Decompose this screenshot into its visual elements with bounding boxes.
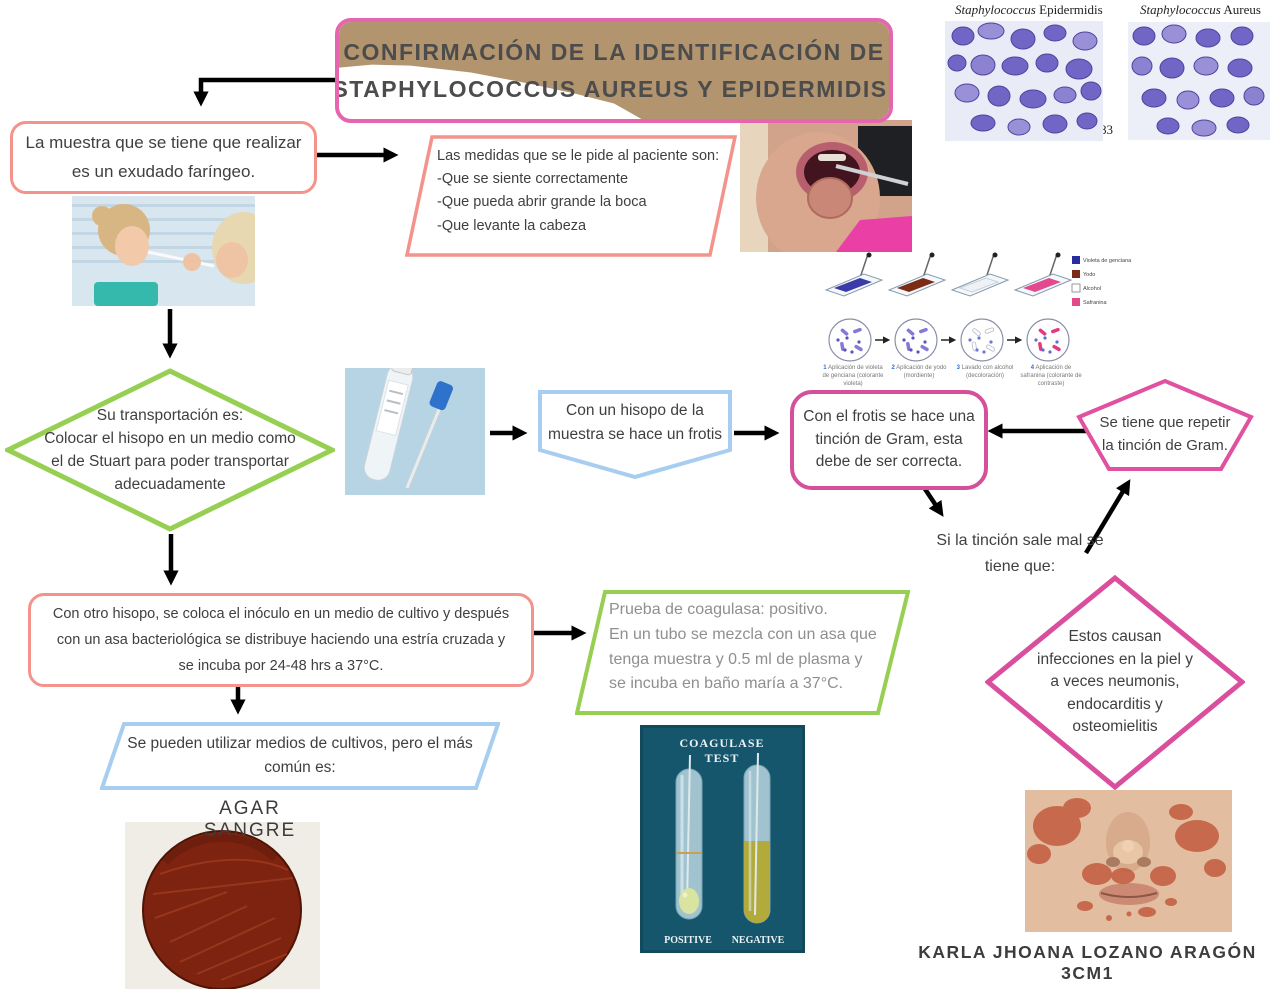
gram-step-circle-2 (894, 318, 938, 362)
positive-tube (675, 754, 703, 920)
swab-cap (429, 381, 454, 411)
transport-tube (363, 368, 414, 481)
media-parallelogram-outline (100, 722, 500, 790)
bad-stain-note: Si la tinción sale mal se tiene que: (936, 532, 1104, 575)
coagulase-title-line2: TEST (705, 751, 740, 765)
gram-stain-box-text: Con el frotis se hace una tinción de Gra… (803, 408, 975, 471)
infections-diamond: Estos causan infecciones en la piel y a … (985, 575, 1245, 790)
culture-box-text: Con otro hisopo, se coloca el inóculo en… (52, 605, 510, 675)
micrograph-epidermidis (945, 21, 1103, 141)
gram-slide-safranin (1013, 252, 1073, 297)
title-box: CONFIRMACIÓN DE LA IDENTIFICACIÓN DE STA… (335, 18, 893, 123)
gram-step-circle-4 (1026, 318, 1070, 362)
svg-text:Violeta de genciana: Violeta de genciana (1083, 258, 1132, 264)
patient-parallelogram-outline (405, 135, 737, 257)
smear-banner: Con un hisopo de la muestra se hace un f… (538, 390, 732, 480)
throat-swab-photo (72, 196, 255, 306)
patient-measures-parallelogram: Las medidas que se le pide al paciente s… (405, 135, 737, 257)
micrograph-label-aureus: Staphylococcus Aureus (1140, 2, 1261, 17)
mouth-swab-photo (740, 120, 912, 252)
repeat-pentagon-outline (1076, 378, 1254, 471)
gram-step-caption-4: 4 Aplicación de safranina (colorante de … (1020, 365, 1082, 387)
gram-stain-box: Con el frotis se hace una tinción de Gra… (790, 390, 988, 490)
sample-box: La muestra que se tiene que realizar es … (10, 121, 317, 194)
page-number: 83 (1100, 122, 1113, 137)
gram-legend: Violeta de genciana Yodo Alcohol Safrani… (1071, 256, 1132, 306)
svg-text:Alcohol: Alcohol (1083, 286, 1101, 292)
coagulase-parallelogram: Prueba de coagulasa: positivo. En un tub… (575, 590, 910, 715)
micrograph-label-epidermidis: Staphylococcus Epidermidis (955, 2, 1103, 17)
gram-step-caption-3: 3 Lavado con alcohol (decoloración) (956, 365, 1014, 379)
culture-box: Con otro hisopo, se coloca el inóculo en… (28, 593, 534, 687)
sample-box-text: La muestra que se tiene que realizar es … (25, 133, 302, 181)
blood-agar-photo (125, 822, 320, 989)
svg-text:Safranina: Safranina (1083, 300, 1107, 306)
coagulase-parallelogram-outline (575, 590, 910, 715)
gram-step-caption-2: 2 Aplicación de yodo (mordiente) (891, 365, 947, 379)
coagulase-test-photo: COAGULASE TEST POSITIVE NEGATIVE (640, 725, 805, 953)
gram-procedure-figure: Violeta de genciana Yodo Alcohol Safrani… (820, 252, 1132, 387)
swab-tube-photo (345, 368, 485, 495)
gram-step-circle-3 (960, 318, 1004, 362)
infections-diamond-outline (985, 575, 1245, 790)
gram-slide-violet (824, 252, 884, 297)
gram-slide-alcohol (950, 252, 1010, 297)
skin-lesions (1027, 798, 1226, 921)
arrow-note-to-pentagon (1084, 479, 1131, 555)
negative-label: NEGATIVE (732, 935, 785, 946)
smear-banner-outline (538, 390, 732, 480)
agar-label: AGAR SANGRE (203, 798, 297, 841)
svg-text:Yodo: Yodo (1083, 272, 1095, 278)
transport-diamond-outline (5, 368, 335, 532)
positive-label: POSITIVE (664, 935, 712, 946)
coagulase-title-line1: COAGULASE (679, 736, 764, 750)
gram-step-circle-1 (828, 318, 872, 362)
face-infection-photo (1025, 790, 1232, 932)
micrograph-aureus (1128, 22, 1270, 140)
arrow-title-to-sample (193, 77, 337, 107)
gram-step-caption-1: 1 Aplicación de violeta de genciana (col… (822, 365, 884, 387)
gram-slide-iodine (887, 252, 947, 297)
media-parallelogram: Se pueden utilizar medios de cultivos, p… (100, 722, 500, 790)
kraft-paper-texture (339, 22, 889, 119)
transport-diamond: Su transportación es: Colocar el hisopo … (5, 368, 335, 532)
signature: KARLA JHOANA LOZANO ARAGÓN 3CM1 (918, 942, 1257, 983)
negative-tube (743, 752, 771, 924)
arrow-gram-to-note (921, 484, 944, 517)
repeat-pentagon: Se tiene que repetir la tinción de Gram. (1075, 378, 1255, 473)
